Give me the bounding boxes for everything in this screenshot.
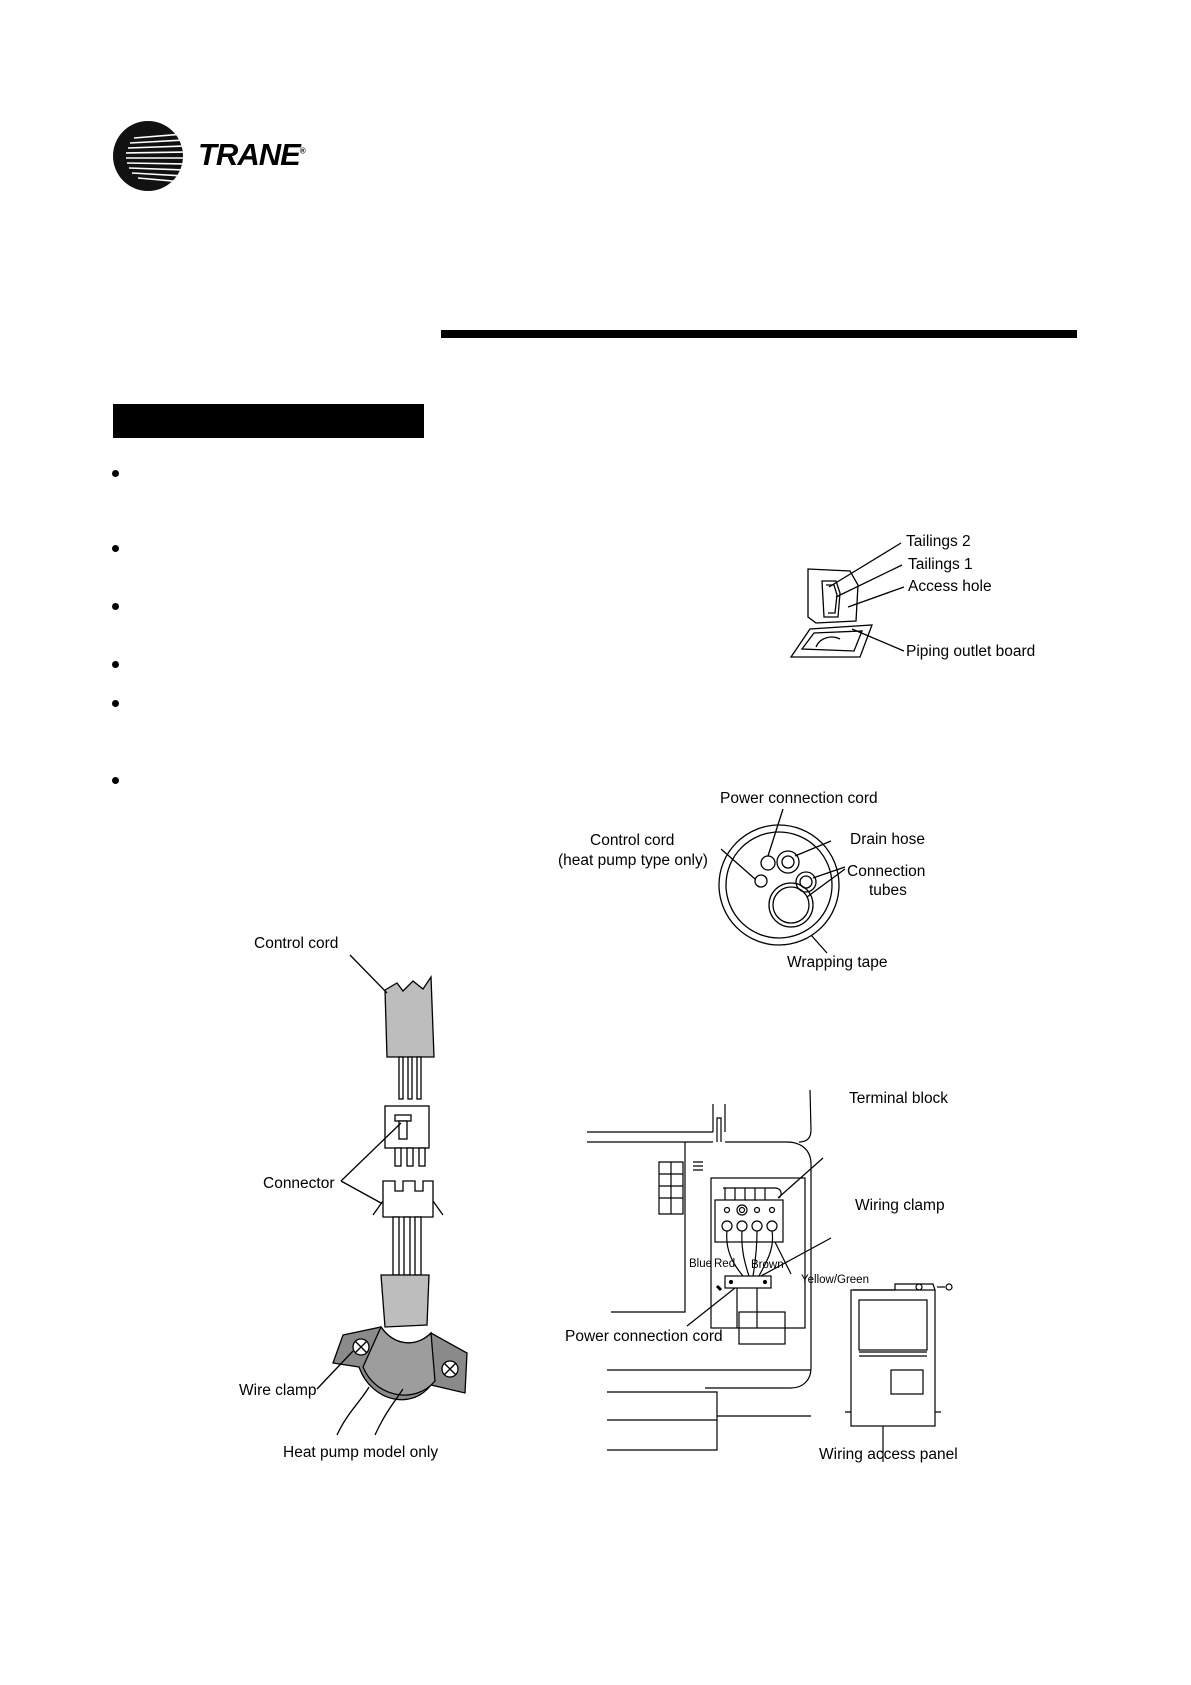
registered-mark: ®: [299, 146, 306, 156]
bullet-2: [112, 545, 119, 552]
label-tailings-2: Tailings 2: [906, 533, 971, 550]
label-wrapping-tape: Wrapping tape: [787, 954, 888, 971]
label-heat-pump-type-only: (heat pump type only): [558, 852, 708, 869]
label-wire-blue: Blue: [689, 1258, 713, 1270]
bullet-4: [112, 661, 119, 668]
label-wiring-clamp: Wiring clamp: [855, 1197, 945, 1214]
header-rule: [441, 330, 1077, 338]
brand-wordmark: TRANE®: [198, 137, 306, 173]
label-power-connection-cord: Power connection cord: [720, 790, 878, 807]
label-piping-outlet-board: Piping outlet board: [906, 643, 1036, 660]
label-power-connection-cord: Power connection cord: [565, 1328, 723, 1345]
connector-drawing: [316, 954, 468, 1436]
brand-logo: TRANE®: [112, 118, 322, 193]
label-access-hole: Access hole: [908, 578, 992, 595]
bullet-6: [112, 777, 119, 784]
label-tubes: tubes: [869, 882, 907, 899]
brand-name: TRANE: [198, 137, 301, 172]
figure-connector: Control cord Connector Wire clamp Heat p…: [235, 935, 485, 1470]
label-wire-red: Red: [714, 1258, 736, 1270]
label-wiring-access-panel: Wiring access panel: [819, 1446, 958, 1463]
label-wire-brown: Brown: [751, 1259, 784, 1271]
label-heat-pump-model-only: Heat pump model only: [283, 1444, 439, 1461]
label-terminal-block: Terminal block: [849, 1090, 949, 1107]
figure-terminal-block: Terminal block Wiring clamp Blue Red Bro…: [565, 1090, 975, 1470]
label-control-cord: Control cord: [254, 935, 339, 952]
label-control-cord: Control cord: [590, 832, 675, 849]
label-wire-yellow-green: Yellow/Green: [801, 1274, 869, 1286]
label-connection: Connection: [847, 863, 926, 880]
label-wire-clamp: Wire clamp: [239, 1382, 317, 1399]
terminal-block-drawing: [587, 1090, 953, 1462]
piping-outlet-drawing: [789, 542, 905, 658]
trane-globe-icon: [113, 121, 183, 191]
bullet-1: [112, 470, 119, 477]
label-connector: Connector: [263, 1175, 335, 1192]
bundle-drawing: [718, 808, 846, 954]
section-header-bar: [113, 404, 424, 438]
label-tailings-1: Tailings 1: [908, 556, 973, 573]
figure-piping-outlet: Tailings 2 Tailings 1 Access hole Piping…: [780, 525, 1080, 675]
figure-bundle: Power connection cord Control cord (heat…: [555, 785, 955, 975]
bullet-5: [112, 700, 119, 707]
label-drain-hose: Drain hose: [850, 831, 925, 848]
bullet-3: [112, 603, 119, 610]
